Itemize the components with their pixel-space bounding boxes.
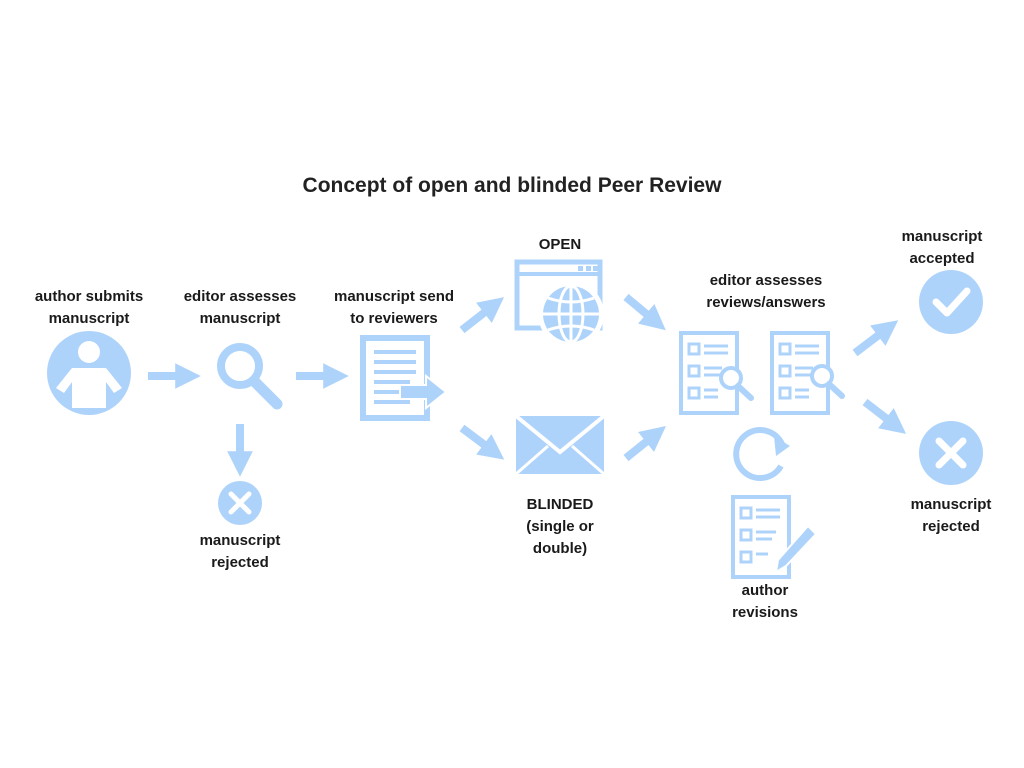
arrow-send-to-blinded [459, 424, 505, 460]
x-circle-icon [919, 421, 983, 485]
label-accepted: manuscript accepted [901, 228, 983, 267]
arrow-editor-to-accepted [852, 320, 899, 357]
checklist-pen-icon [731, 495, 818, 579]
label-rejected-final: manuscript rejected [910, 496, 992, 535]
magnifier-icon [217, 343, 283, 410]
label-open: OPEN [538, 236, 582, 253]
label-rejected-early: manuscript rejected [199, 532, 281, 571]
label-editor-assesses: editor assesses manuscript [183, 288, 297, 327]
label-author-revisions: author revisions [732, 582, 798, 621]
label-editor-reviews: editor assesses reviews/answers [706, 272, 826, 311]
checklist-magnifier-icon [679, 331, 754, 415]
refresh-icon [733, 427, 790, 482]
checklist-magnifier-icon [770, 331, 845, 415]
label-blinded: BLINDED (single or double) [526, 496, 594, 557]
browser-globe-icon [514, 259, 604, 347]
envelope-icon [514, 414, 606, 476]
page-title: Concept of open and blinded Peer Review [302, 174, 722, 197]
arrow-editor-to-rejected-final [862, 398, 907, 434]
check-circle-icon [919, 270, 983, 334]
document-send-icon [360, 335, 448, 421]
person-icon [47, 331, 131, 415]
arrow-send-to-open [459, 297, 505, 334]
x-circle-icon [218, 481, 262, 525]
arrow-blinded-to-editor [623, 426, 666, 462]
label-send-reviewers: manuscript send to reviewers [333, 288, 455, 327]
arrow-open-to-editor [623, 293, 666, 331]
label-author-submits: author submits manuscript [34, 288, 144, 327]
